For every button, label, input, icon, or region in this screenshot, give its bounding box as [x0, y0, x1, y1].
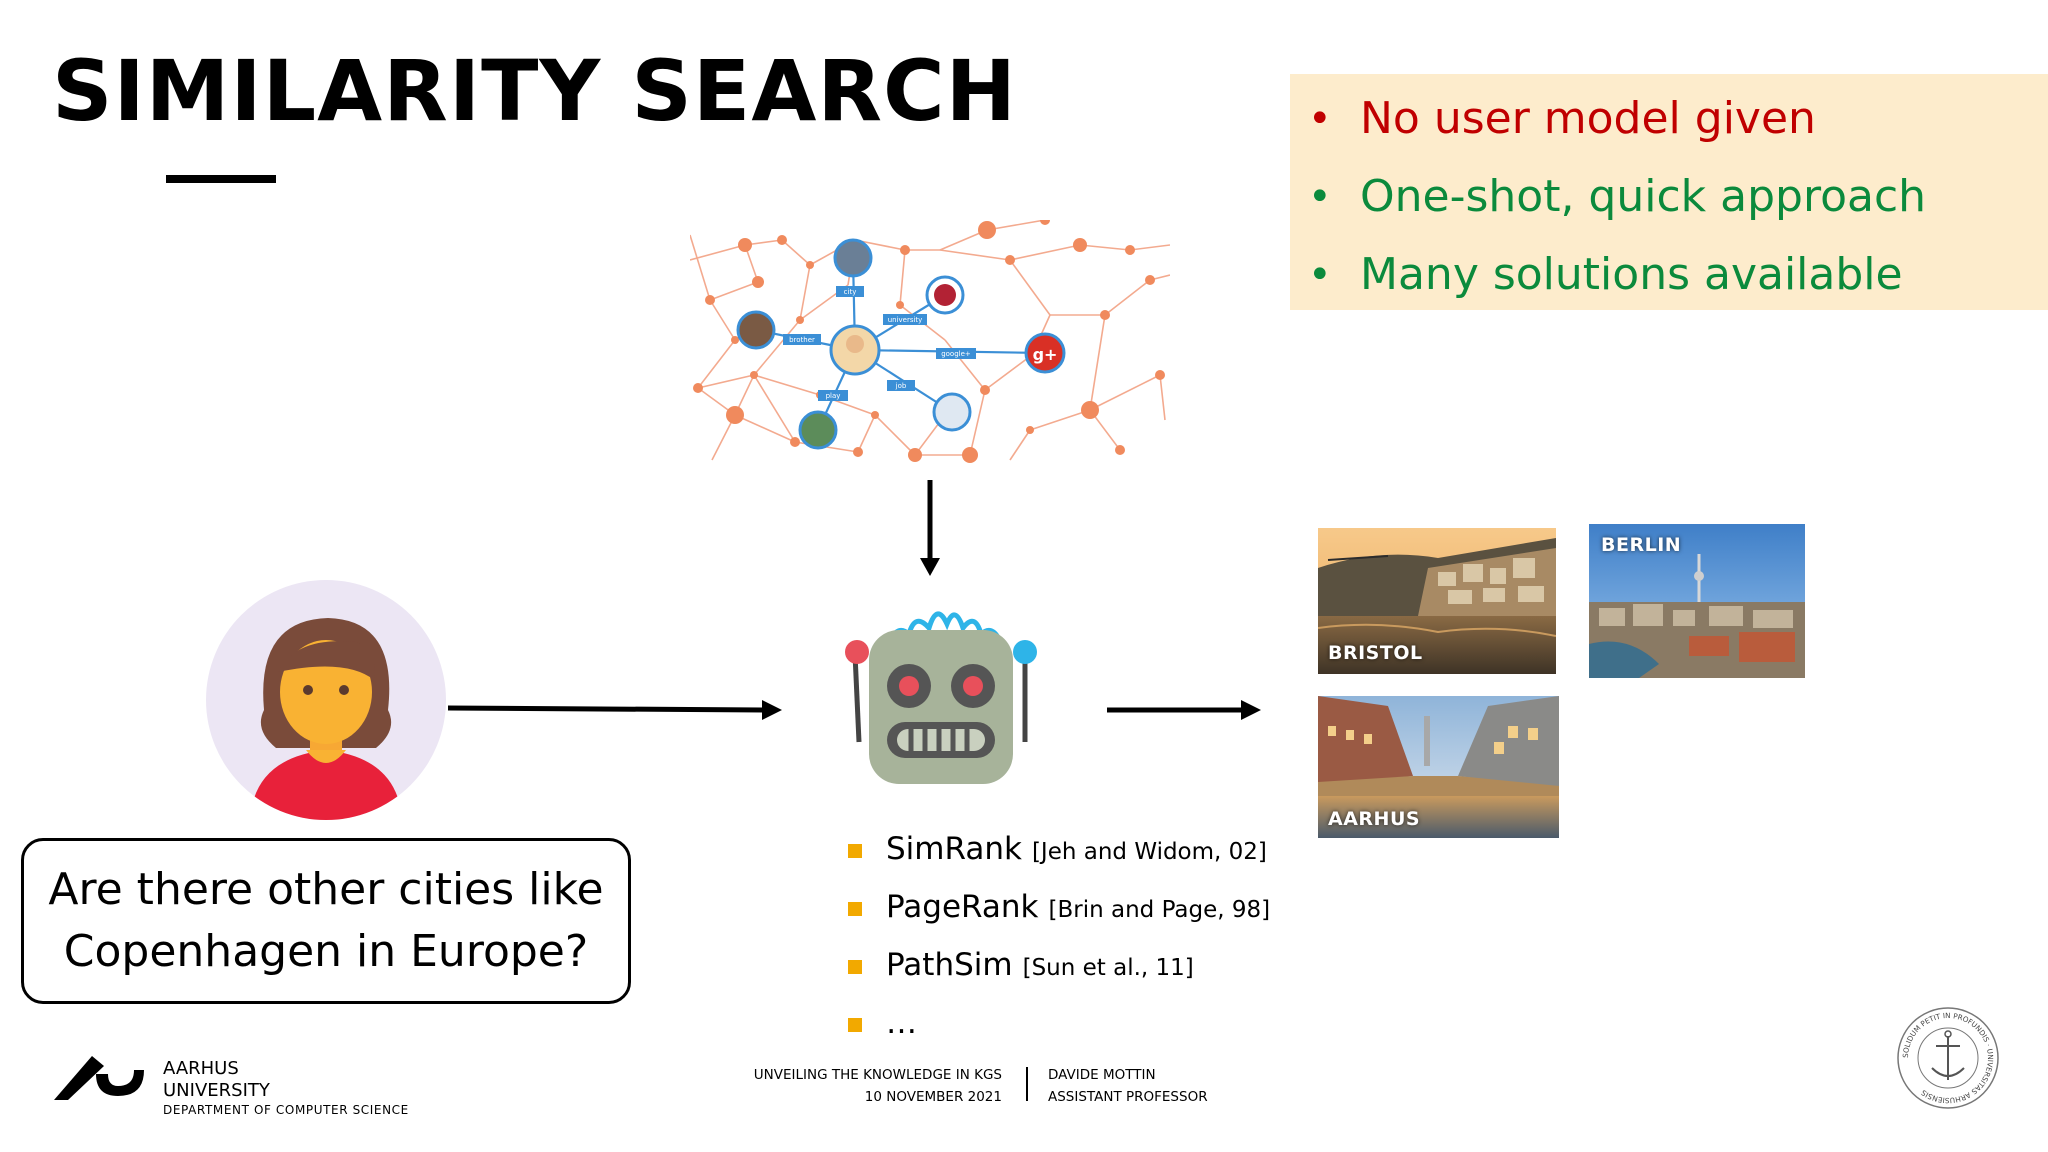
google-plus-badge: g+: [1033, 345, 1058, 364]
talk-date: 10 NOVEMBER 2021: [864, 1089, 1002, 1105]
city-label-berlin: BERLIN: [1601, 534, 1682, 556]
algorithm-citation: [Brin and Page, 98]: [1048, 897, 1271, 923]
edge-label-university: university: [888, 316, 923, 324]
bullet-marker: •: [1308, 252, 1332, 298]
edge-label-google: google+: [941, 350, 971, 358]
city-label-bristol: BRISTOL: [1328, 642, 1423, 664]
footer-divider: [1026, 1067, 1028, 1101]
key-point-text: Many solutions available: [1360, 249, 1903, 300]
talk-title: UNVEILING THE KNOWLEDGE IN KGS: [753, 1067, 1002, 1083]
university-name: AARHUS UNIVERSITY DEPARTMENT OF COMPUTER…: [163, 1058, 409, 1118]
city-image-bristol: BRISTOL: [1318, 528, 1556, 674]
arrow-down-icon: [920, 480, 940, 576]
author-name: DAVIDE MOTTIN: [1048, 1067, 1156, 1083]
city-image-berlin: BERLIN: [1589, 524, 1805, 678]
algorithm-citation: [Jeh and Widom, 02]: [1031, 839, 1267, 865]
university-line-2: UNIVERSITY: [163, 1080, 270, 1101]
department-name: DEPARTMENT OF COMPUTER SCIENCE: [163, 1103, 409, 1117]
algorithm-name: PathSim: [886, 947, 1013, 983]
bullet-square-icon: [848, 902, 862, 916]
university-line-1: AARHUS: [163, 1058, 239, 1079]
city-image-aarhus: AARHUS: [1318, 696, 1559, 838]
edge-label-play: play: [826, 392, 841, 400]
key-point-text: One-shot, quick approach: [1360, 171, 1927, 222]
key-points-box: • No user model given • One-shot, quick …: [1290, 74, 2048, 310]
person-avatar-icon: [206, 580, 446, 820]
algorithm-name: SimRank: [886, 831, 1022, 867]
bullet-marker: •: [1308, 96, 1332, 142]
edge-label-job: job: [895, 382, 907, 390]
algorithm-name: PageRank: [886, 889, 1039, 925]
knowledge-graph-image: g+ city university brother google+ job p…: [690, 220, 1170, 463]
slide-title: SIMILARITY SEARCH: [52, 42, 1017, 140]
arrow-right-icon: [1107, 700, 1261, 720]
bullet-marker: •: [1308, 174, 1332, 220]
bullet-square-icon: [848, 1018, 862, 1032]
university-seal-icon: SOLIDUM PETIT IN PROFUNDIS · UNIVERSITAS…: [1897, 1007, 1999, 1109]
algorithm-citation: [Sun et al., 11]: [1022, 955, 1194, 981]
city-label-aarhus: AARHUS: [1328, 808, 1421, 830]
algorithm-name: …: [886, 1005, 917, 1041]
aarhus-logo-icon: [54, 1056, 144, 1100]
edge-label-brother: brother: [789, 336, 815, 344]
author-role: ASSISTANT PROFESSOR: [1048, 1089, 1208, 1105]
key-point-text: No user model given: [1360, 93, 1816, 144]
arrow-right-icon: [447, 700, 782, 720]
bullet-square-icon: [848, 960, 862, 974]
title-underline: [166, 175, 276, 183]
edge-label-city: city: [844, 288, 857, 296]
talk-info: UNVEILING THE KNOWLEDGE IN KGS 10 NOVEMB…: [754, 1064, 1002, 1108]
author-info: DAVIDE MOTTIN ASSISTANT PROFESSOR: [1048, 1064, 1208, 1108]
bullet-square-icon: [848, 844, 862, 858]
robot-icon: [845, 611, 1037, 784]
